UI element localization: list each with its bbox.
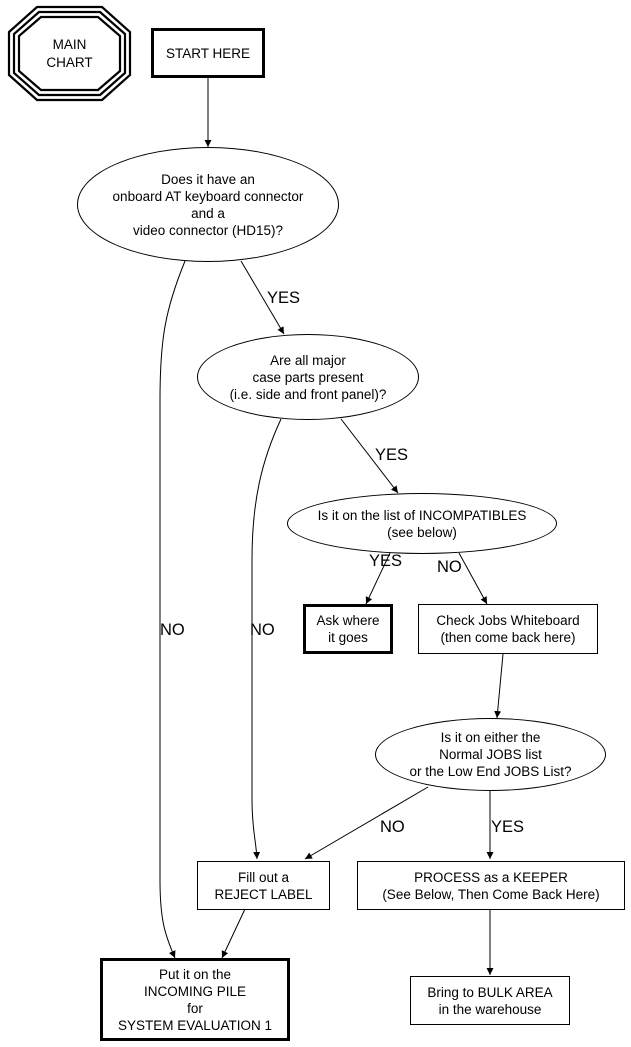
question-jobs-list-line: or the Low End JOBS List? (409, 764, 572, 779)
question-jobs-list-line: Normal JOBS list (439, 747, 542, 762)
main-chart-line-2: CHART (46, 54, 93, 70)
edge-label-jobs-no: NO (380, 818, 405, 836)
process-keeper-line: PROCESS as a KEEPER (414, 869, 568, 885)
start-here-label: START HERE (165, 45, 251, 61)
question-incompatibles-line: (see below) (387, 524, 457, 540)
edge-label-connectors-yes: YES (267, 289, 301, 307)
edge-label-case-yes: YES (375, 446, 409, 464)
edge-checkjobs-to-jobslist (494, 653, 504, 719)
edge-reject-to-incoming (221, 908, 246, 959)
ask-where-box[interactable]: Ask where it goes (303, 604, 393, 654)
edge-connectors-yes (240, 260, 285, 335)
question-connectors-line: onboard AT keyboard connector (112, 188, 304, 204)
question-case-parts-line: Are all major (270, 352, 346, 368)
octagon-icon (7, 5, 132, 102)
question-jobs-list[interactable]: Is it on either the Normal JOBS list or … (375, 718, 606, 791)
edge-jobs-no (304, 786, 429, 860)
edge-incompat-yes (365, 552, 391, 605)
edge-label-case-no: NO (250, 621, 275, 639)
question-incompatibles-line: Is it on the list of INCOMPATIBLES (317, 507, 527, 523)
bulk-area-line: in the warehouse (438, 1001, 542, 1017)
bulk-area-line: Bring to BULK AREA (427, 984, 553, 1000)
bulk-area-box[interactable]: Bring to BULK AREA in the warehouse (410, 976, 570, 1025)
edge-label-connectors-no: NO (160, 621, 185, 639)
ask-where-line: Ask where (316, 613, 380, 628)
edge-label-incompat-yes: YES (369, 552, 403, 570)
edge-case-yes (340, 418, 399, 494)
incoming-pile-line: for (187, 1000, 203, 1016)
question-connectors[interactable]: Does it have an onboard AT keyboard conn… (77, 147, 339, 262)
question-jobs-list-line: Is it on either the (440, 730, 541, 745)
edge-case-no (251, 418, 282, 860)
incoming-pile-line: INCOMING PILE (143, 983, 246, 999)
process-keeper-box[interactable]: PROCESS as a KEEPER (See Below, Then Com… (357, 861, 625, 910)
edge-incompat-no (458, 552, 488, 605)
incoming-pile-line: SYSTEM EVALUATION 1 (117, 1017, 273, 1033)
check-jobs-whiteboard-box[interactable]: Check Jobs Whiteboard (then come back he… (418, 604, 598, 654)
check-jobs-line: (then come back here) (440, 630, 576, 645)
question-connectors-line: and a (191, 205, 225, 221)
ask-where-line: it goes (328, 630, 368, 645)
incoming-pile-box[interactable]: Put it on the INCOMING PILE for SYSTEM E… (100, 958, 290, 1041)
question-case-parts-line: case parts present (252, 369, 364, 385)
process-keeper-line: (See Below, Then Come Back Here) (382, 886, 600, 902)
question-connectors-line: video connector (HD15)? (132, 222, 284, 238)
check-jobs-line: Check Jobs Whiteboard (436, 613, 580, 628)
edge-connectors-no (159, 260, 186, 959)
reject-label-line: Fill out a (237, 869, 290, 885)
reject-label-box[interactable]: Fill out a REJECT LABEL (197, 861, 330, 910)
incoming-pile-line: Put it on the (158, 966, 232, 982)
main-chart-octagon: MAIN CHART (7, 5, 132, 102)
question-case-parts[interactable]: Are all major case parts present (i.e. s… (197, 334, 419, 420)
question-connectors-line: Does it have an (161, 171, 255, 187)
question-case-parts-line: (i.e. side and front panel)? (229, 386, 387, 402)
edge-label-incompat-no: NO (437, 558, 462, 576)
reject-label-line: REJECT LABEL (214, 886, 313, 902)
question-incompatibles[interactable]: Is it on the list of INCOMPATIBLES (see … (287, 493, 557, 554)
start-here-box[interactable]: START HERE (151, 28, 265, 78)
edge-label-jobs-yes: YES (491, 818, 525, 836)
main-chart-line-1: MAIN (52, 36, 87, 52)
